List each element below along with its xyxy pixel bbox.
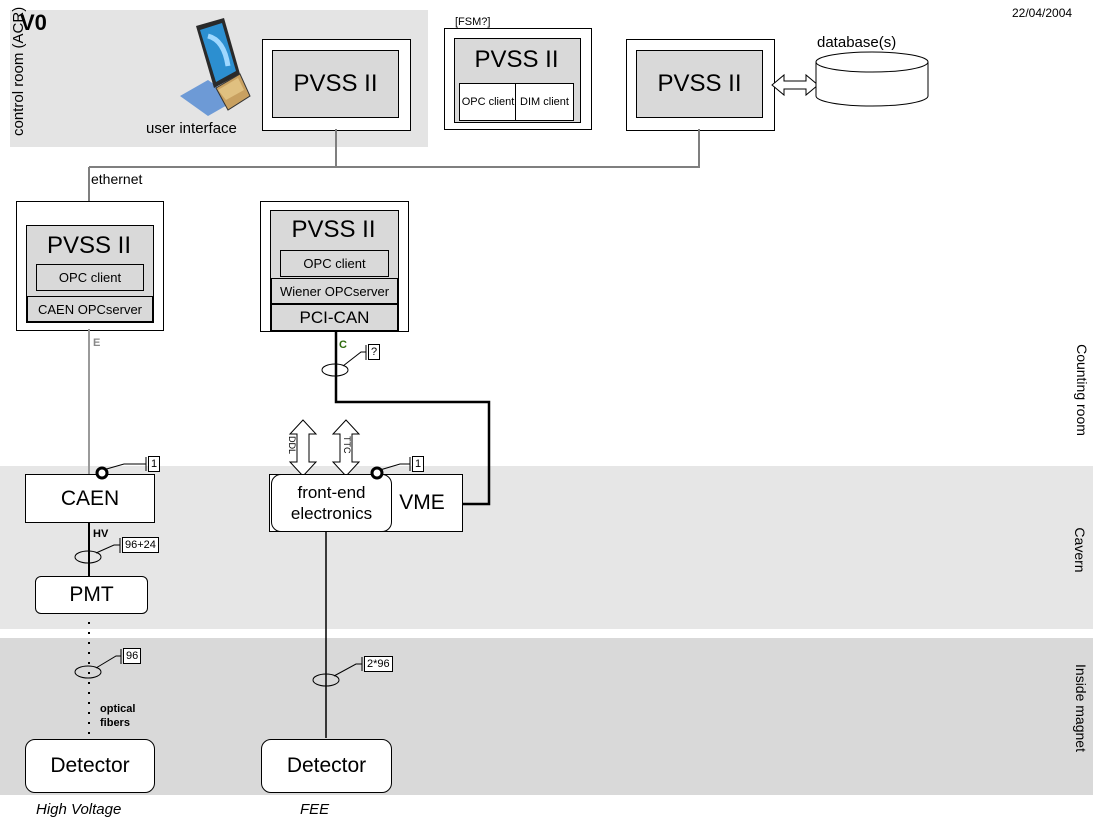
inside-magnet-zone (0, 638, 1093, 795)
detector-fee: Detector (261, 739, 392, 793)
pvss-fsm-box: PVSS II OPC client DIM client (454, 38, 581, 123)
opc-client-caen: OPC client (36, 264, 144, 291)
ddl-label: DDL (287, 436, 297, 455)
link-c-label: C (339, 339, 347, 351)
database-icon (771, 51, 929, 107)
cavern-zone (0, 466, 1093, 629)
fiber-count-tag: 96 (123, 648, 142, 664)
ttc-label: TTC (342, 436, 352, 454)
pvss-db-label: PVSS II (636, 50, 763, 118)
caption-fee: FEE (300, 801, 330, 818)
pmt-box: PMT (35, 576, 148, 614)
detector-hv: Detector (25, 739, 155, 793)
pvss-caen-station: PVSS II OPC client CAEN OPCserver (16, 201, 164, 331)
optical-fibers-label: optical fibers (100, 703, 136, 729)
dim-client-small: DIM client (515, 83, 574, 121)
pvss-wiener-station: PVSS II OPC client Wiener OPCserver PCI-… (260, 201, 409, 332)
hv-label: HV (93, 528, 109, 540)
vme-count-tag: 1 (412, 456, 425, 472)
pvss-caen-label: PVSS II (46, 232, 132, 259)
diagram-title: V0 (20, 10, 47, 35)
fsm-label: [FSM?] (455, 16, 491, 28)
pvss-ui-station: PVSS II (262, 39, 411, 131)
c-link-count-tag: ? (368, 344, 381, 360)
database-label: database(s) (817, 34, 897, 51)
frontend-electronics: front-end electronics (271, 474, 392, 532)
vme-connector-icon (370, 466, 384, 480)
user-interface-label: user interface (146, 120, 237, 137)
caen-connector-icon (95, 466, 109, 480)
caen-count-tag: 1 (148, 456, 161, 472)
pvss-fsm-label: PVSS II (474, 46, 559, 73)
date-label: 22/04/2004 (1012, 6, 1073, 20)
pvss-fsm-station: PVSS II OPC client DIM client (444, 28, 592, 130)
caption-high-voltage: High Voltage (36, 801, 122, 818)
pci-can: PCI-CAN (271, 304, 398, 331)
vme-label: VME (399, 491, 445, 514)
hv-count-tag: 96+24 (122, 537, 159, 553)
fee-count-tag: 2*96 (364, 656, 393, 672)
caen-crate: CAEN (25, 474, 155, 523)
pvss-ui-label: PVSS II (272, 50, 399, 118)
pvss-wiener-label: PVSS II (291, 216, 376, 243)
computer-terminal-icon (180, 18, 251, 116)
caen-opcserver: CAEN OPCserver (27, 296, 153, 322)
pvss-caen-box: PVSS II OPC client CAEN OPCserver (26, 225, 154, 323)
pvss-wiener-box: PVSS II OPC client Wiener OPCserver PCI-… (270, 210, 399, 331)
pvss-db-station: PVSS II (626, 39, 775, 131)
opc-client-small: OPC client (459, 83, 517, 121)
opc-client-wiener: OPC client (280, 250, 389, 277)
ethernet-label: ethernet (91, 171, 143, 187)
wiener-opcserver: Wiener OPCserver (271, 278, 398, 304)
link-e-label: E (93, 337, 101, 349)
